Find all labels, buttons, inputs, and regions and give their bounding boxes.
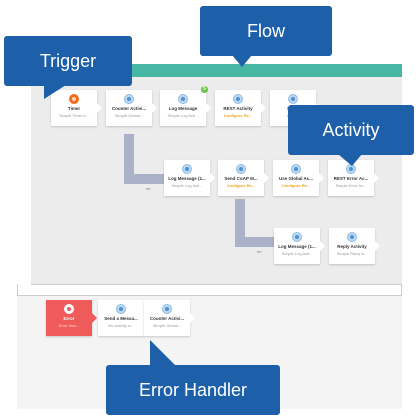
callout-trigger: Trigger — [4, 36, 132, 86]
tile-subtitle: Simple Global... — [114, 113, 144, 118]
callout-error-handler-tail — [150, 340, 176, 366]
tile-subtitle: Mc activity w... — [108, 323, 134, 328]
log-icon — [182, 164, 192, 174]
tile-name: Log Message (1... — [278, 244, 316, 249]
tile-subtitle: Simple Log Acti... — [167, 113, 199, 118]
tile-name: Counter Activi... — [149, 316, 185, 321]
error-icon — [64, 304, 74, 314]
tile-name: Counter Activi... — [111, 106, 147, 111]
activity-tile[interactable]: REST Activity Configure Re... — [215, 90, 266, 126]
tile-subtitle: Simple Error Ac... — [335, 183, 367, 188]
tile-name: Send CoAP M... — [224, 176, 258, 181]
activity-tile[interactable]: Log Message (1... Simple Log Acti... — [274, 228, 325, 264]
callout-error-handler: Error Handler — [106, 365, 280, 415]
error-trigger-tile[interactable]: Error Error Han... — [46, 300, 97, 336]
tile-name: Log Message (1... — [168, 176, 206, 181]
branch-label-2: err — [257, 249, 262, 254]
tile-name: Log Message — [168, 106, 198, 111]
tile-name: REST Error Ac... — [333, 176, 369, 181]
log-icon — [292, 232, 302, 242]
canvas-left-strip — [17, 77, 32, 284]
activity-tile[interactable]: Log Message Simple Log Acti... — [160, 90, 211, 126]
log-icon — [178, 94, 188, 104]
timer-icon — [69, 94, 79, 104]
tile-name: Reply Activity — [337, 244, 367, 249]
activity-tile[interactable]: Counter Activi... Simple Global... — [144, 300, 195, 336]
branch-connector-1-vertical — [124, 134, 134, 182]
activity-tile[interactable]: Use Global Ac... Configure Re... — [273, 160, 324, 196]
callout-activity-tail — [338, 154, 362, 166]
message-icon — [116, 304, 126, 314]
tile-name: Error — [63, 316, 75, 321]
rest-icon — [233, 94, 243, 104]
callout-flow-tail — [232, 55, 252, 67]
tile-name: Timer — [67, 106, 81, 111]
callout-activity: Activity — [288, 105, 414, 155]
branch-connector-2-horizontal — [235, 237, 274, 247]
reply-icon — [347, 232, 357, 242]
activity-tile[interactable]: Log Message (1... Simple Log Acti... — [164, 160, 215, 196]
activity-tile[interactable]: Send a Messa... Mc activity w... — [98, 300, 149, 336]
tile-subtitle: Simple Timer tr... — [58, 113, 89, 118]
tile-subtitle: Error Han... — [58, 323, 80, 328]
tile-name: Use Global Ac... — [278, 176, 314, 181]
counter-icon — [162, 304, 172, 314]
send-icon — [288, 94, 298, 104]
tile-subtitle: Simple Global... — [152, 323, 182, 328]
tile-subtitle: Configure Re... — [223, 113, 253, 118]
tile-name: REST Activity — [223, 106, 253, 111]
tile-subtitle: Configure Re... — [226, 183, 256, 188]
tile-subtitle: Simple Log Acti... — [281, 251, 313, 256]
global-icon — [291, 164, 301, 174]
branch-connector-1-horizontal — [124, 174, 164, 184]
activity-tile[interactable]: Counter Activi... Simple Global... — [106, 90, 157, 126]
activity-tile[interactable]: Send CoAP M... Configure Re... — [218, 160, 269, 196]
activity-tile[interactable]: REST Error Ac... Simple Error Ac... — [328, 160, 379, 196]
tile-name: Send a Messa... — [104, 316, 138, 321]
callout-flow: Flow — [200, 6, 332, 56]
activity-count-badge: 5 — [201, 86, 208, 93]
tile-subtitle: Configure Re... — [281, 183, 311, 188]
tile-subtitle: Simple Log Acti... — [171, 183, 203, 188]
activity-tile[interactable]: Reply Activity Simple Reply A... — [329, 228, 380, 264]
coap-icon — [236, 164, 246, 174]
branch-connector-2-vertical — [235, 199, 245, 245]
branch-label-1: err — [146, 186, 151, 191]
callout-trigger-tail — [44, 85, 66, 99]
counter-icon — [124, 94, 134, 104]
tile-subtitle: Simple Reply A... — [336, 251, 368, 256]
